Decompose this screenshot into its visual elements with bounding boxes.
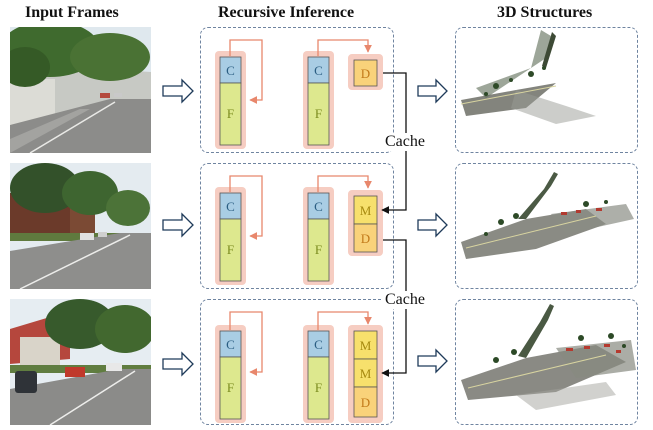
cell-f-r2a: F <box>227 242 234 257</box>
flow-arrow-in-1 <box>162 78 194 104</box>
flow-arrow-in-2 <box>162 212 194 238</box>
cell-f-r1b: F <box>315 106 322 121</box>
row-2-blocks <box>215 187 383 285</box>
inference-panel-1 <box>200 27 394 153</box>
feedback-arrow-3b <box>317 311 372 330</box>
cell-m-r3b: M <box>360 366 372 381</box>
cell-d-r1: D <box>361 66 370 81</box>
cell-d-r3: D <box>361 395 370 410</box>
cell-f-r2b: F <box>315 242 322 257</box>
structure-panel-3 <box>455 299 638 425</box>
flow-arrow-out-2 <box>417 212 448 238</box>
feedback-arrow-1b <box>317 39 372 56</box>
structure-panel-2 <box>455 163 638 289</box>
inference-panel-3 <box>200 299 394 425</box>
cache-label-1: Cache <box>383 133 427 151</box>
input-frame-1 <box>10 27 151 153</box>
flow-arrow-out-1 <box>417 78 448 104</box>
cell-c-r1a: C <box>226 63 235 78</box>
structure-panel-1 <box>455 27 638 153</box>
cell-d-r2: D <box>361 231 370 246</box>
feedback-arrow-2a <box>229 175 263 240</box>
feedback-arrow-2b <box>317 175 372 192</box>
row-1-blocks <box>215 51 383 149</box>
cache-label-2: Cache <box>383 291 427 309</box>
inference-panel-2 <box>200 163 394 289</box>
cell-f-r1a: F <box>227 106 234 121</box>
cell-m-r2: M <box>360 203 372 218</box>
cell-c-r1b: C <box>314 63 323 78</box>
input-frame-2 <box>10 163 151 289</box>
feedback-arrow-3a <box>229 311 263 376</box>
feedback-arrow-1a <box>229 39 263 104</box>
cell-m-r3a: M <box>360 338 372 353</box>
flow-arrow-in-3 <box>162 351 194 377</box>
header-3d-structures: 3D Structures <box>497 4 593 21</box>
header-input-frames: Input Frames <box>25 4 119 21</box>
header-recursive-inference: Recursive Inference <box>218 4 355 21</box>
input-frame-3 <box>10 299 151 425</box>
cell-c-r2a: C <box>226 199 235 214</box>
flow-arrow-out-3 <box>417 348 448 374</box>
row-3-blocks <box>215 325 383 423</box>
cell-f-r3a: F <box>227 380 234 395</box>
cell-f-r3b: F <box>315 380 322 395</box>
cell-c-r3a: C <box>226 337 235 352</box>
cell-c-r2b: C <box>314 199 323 214</box>
cell-c-r3b: C <box>314 337 323 352</box>
